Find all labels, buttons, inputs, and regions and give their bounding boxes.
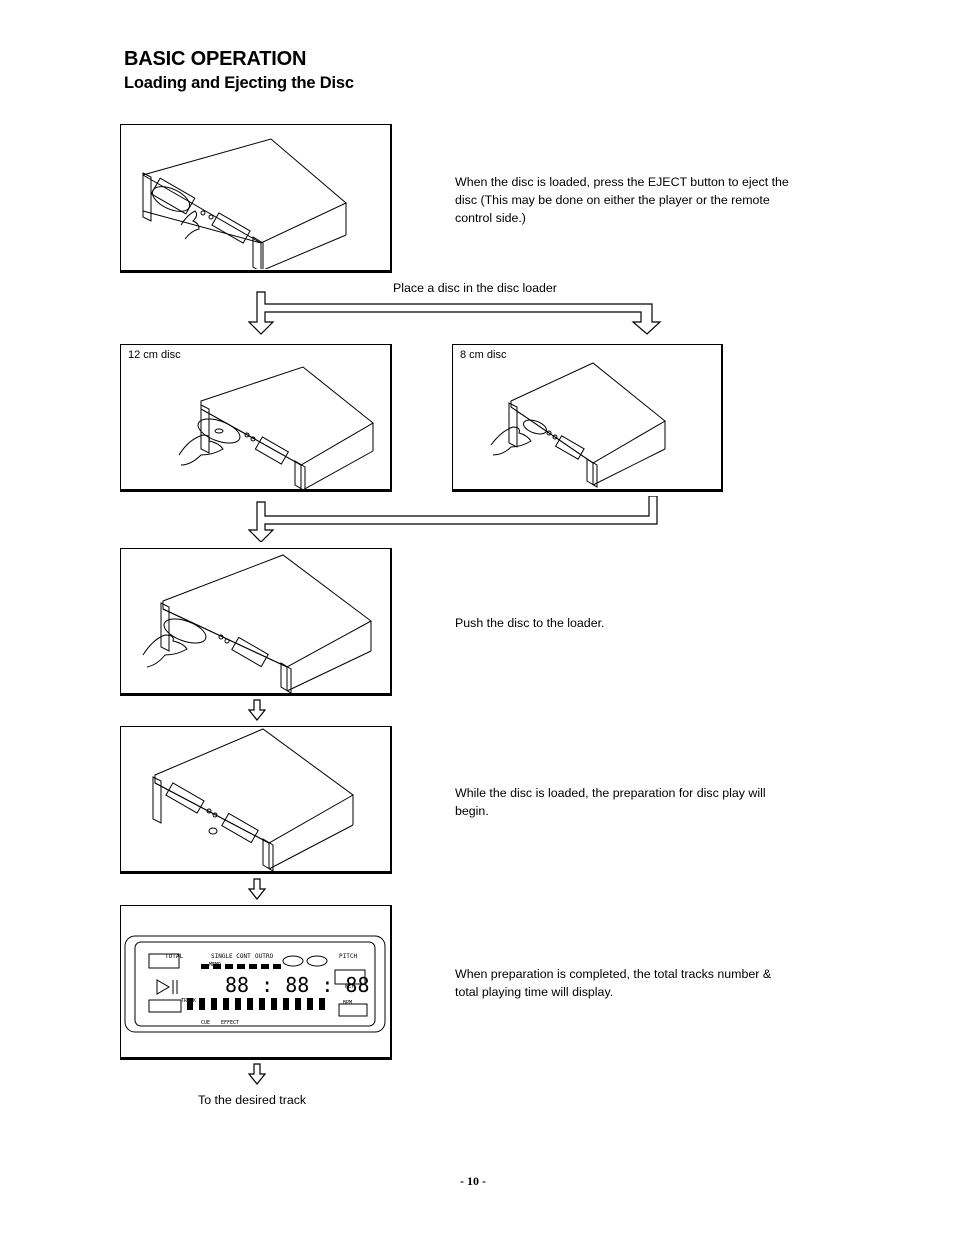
push-disc-illustration (121, 549, 389, 693)
section-subtitle: Loading and Ejecting the Disc (124, 74, 354, 93)
lcd-bpm-text: BPM (343, 1000, 352, 1006)
lcd-pitch-text: PITCH (339, 953, 357, 960)
step-complete-text: When preparation is completed, the total… (455, 965, 795, 1001)
figure-lcd-display: TOTAL SINGLE CONT OUTRO PITCH MEMO TRACK… (120, 905, 392, 1060)
lcd-cue-text: CUE (201, 1020, 210, 1026)
cd-player-illustration (121, 727, 389, 871)
lcd-outro-text: OUTRO (255, 953, 273, 960)
down-arrow-icon (248, 699, 266, 721)
split-arrow-icon (248, 290, 668, 336)
cd-player-illustration (121, 125, 389, 269)
figure-eject (120, 124, 392, 273)
step-eject-text: When the disc is loaded, press the EJECT… (455, 173, 795, 227)
figure-preparing (120, 726, 392, 874)
step-desired-label: To the desired track (198, 1093, 306, 1107)
merge-arrow-icon (248, 496, 668, 542)
figure-push-disc (120, 548, 392, 696)
lcd-effect-text: EFFECT (221, 1020, 239, 1026)
lcd-digits-text: 88 : 88 : 88 (225, 973, 370, 997)
lcd-display-illustration: TOTAL SINGLE CONT OUTRO PITCH MEMO TRACK… (121, 906, 389, 1056)
figure-8cm-disc: 8 cm disc (452, 344, 723, 492)
step-prepare-text: While the disc is loaded, the preparatio… (455, 784, 795, 820)
lcd-single-text: SINGLE CONT (211, 953, 251, 960)
figure-12cm-disc: 12 cm disc (120, 344, 392, 492)
section-title: BASIC OPERATION (124, 48, 306, 71)
hand-disc-illustration (453, 345, 720, 489)
hand-disc-illustration (121, 345, 389, 489)
step-push-text: Push the disc to the loader. (455, 614, 795, 632)
page-number: - 10 - (460, 1174, 486, 1189)
down-arrow-icon (248, 1063, 266, 1085)
down-arrow-icon (248, 878, 266, 900)
